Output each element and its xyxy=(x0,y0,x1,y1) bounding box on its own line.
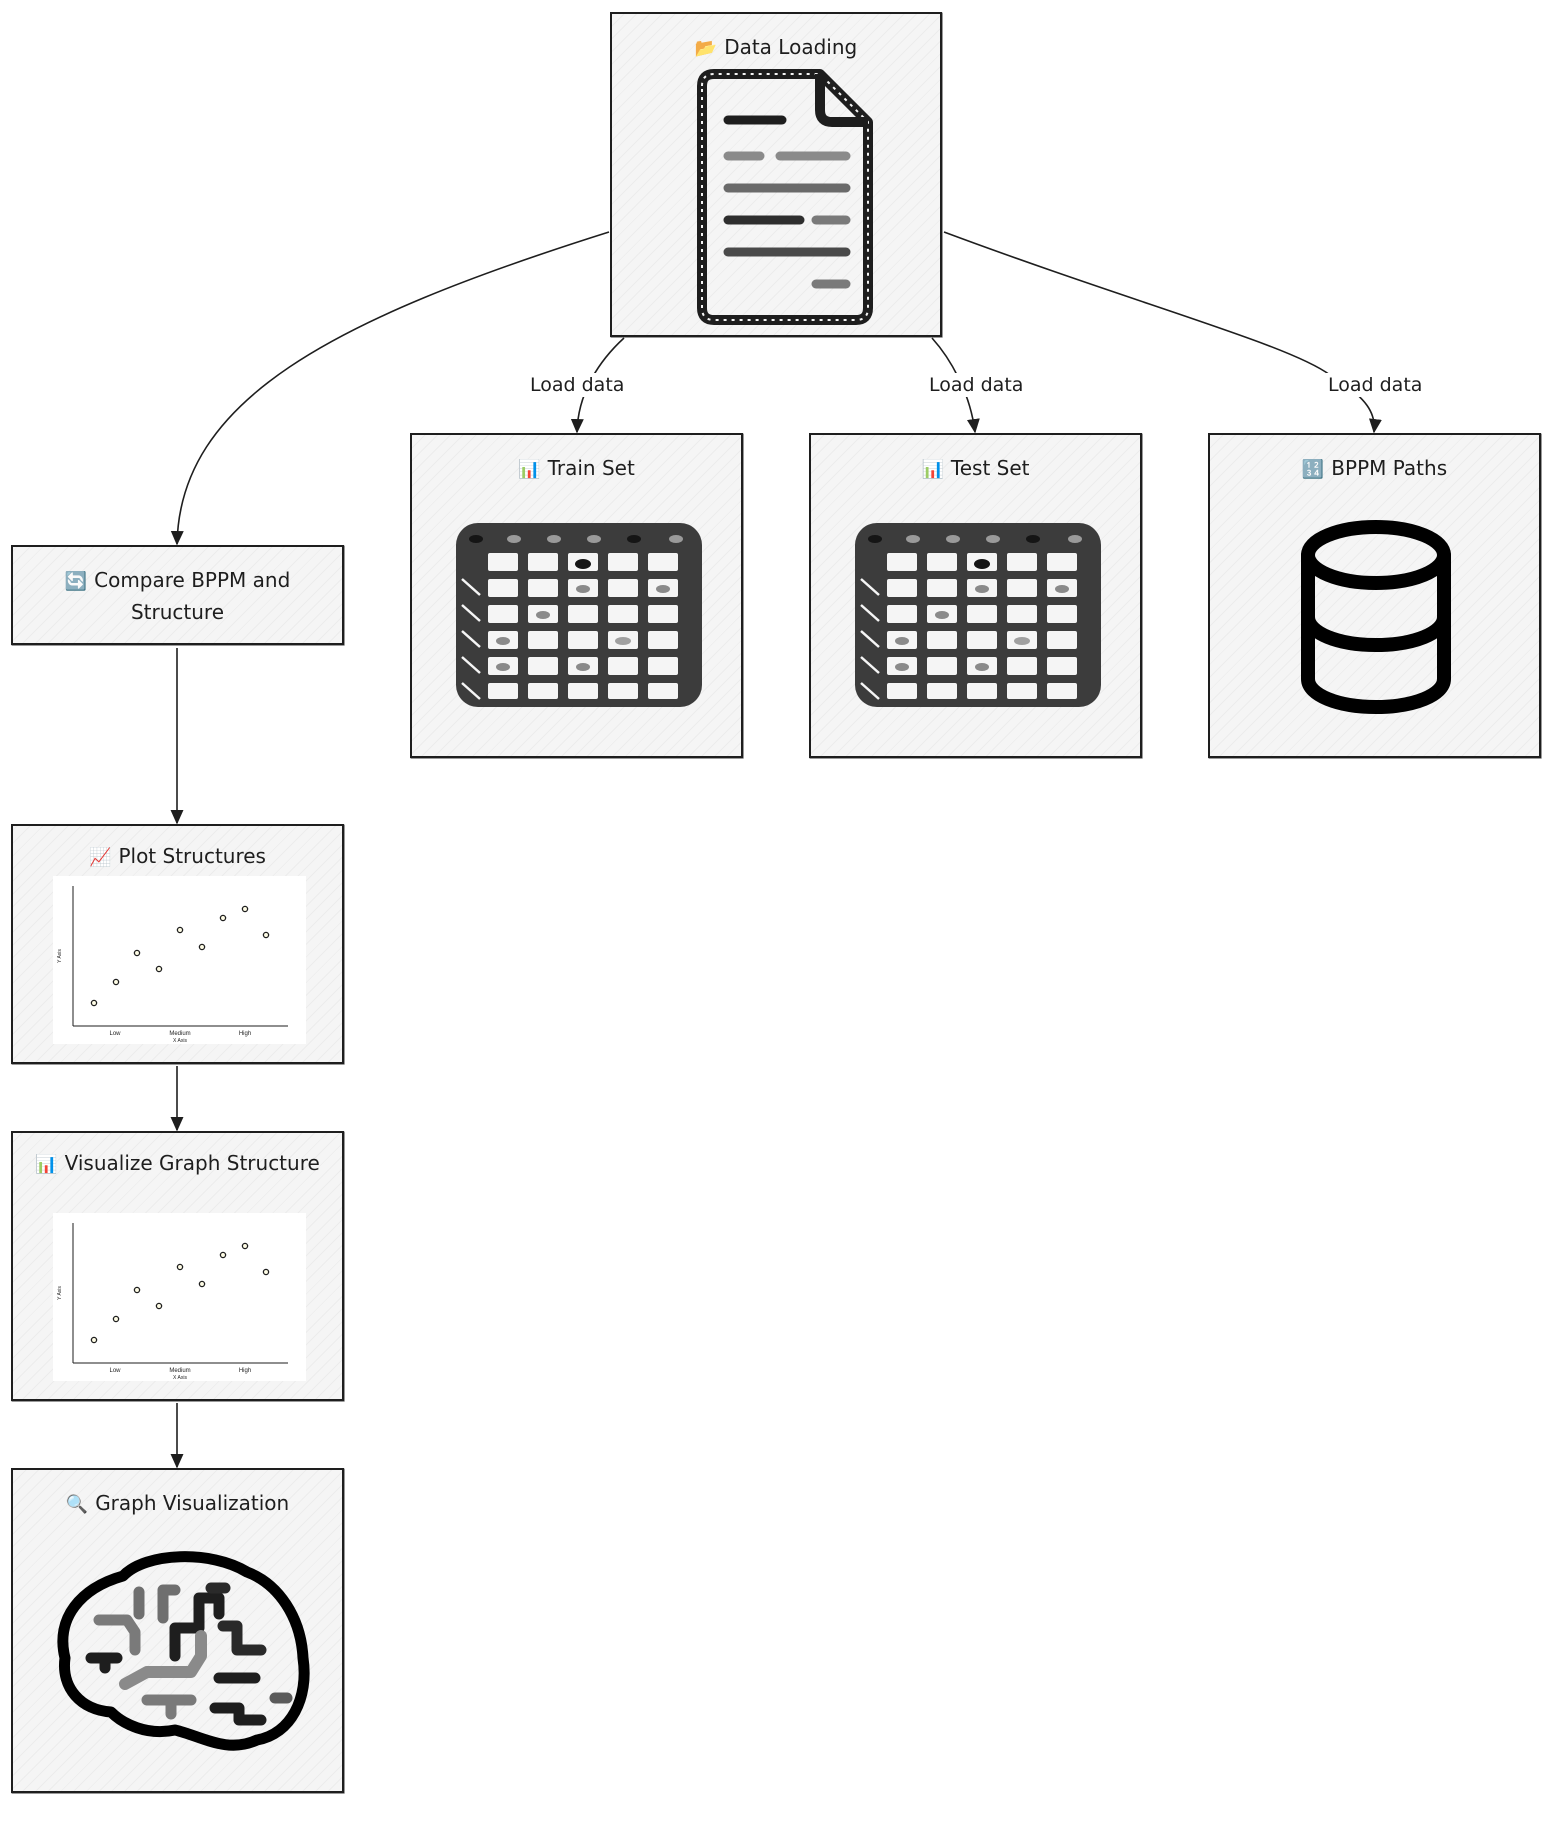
node-title-text: BPPM Paths xyxy=(1331,456,1448,480)
chart-point xyxy=(219,1251,227,1259)
y-axis-label: Y Axis xyxy=(57,1286,63,1300)
edge-data-loading-to-bppm-paths xyxy=(943,231,1382,434)
node-title-text: Graph Visualization xyxy=(95,1491,290,1515)
scatter-chart-icon: Y Axis Low Medium High X Axis xyxy=(57,1223,288,1381)
bar-chart-icon: 📊 xyxy=(518,459,541,480)
mini-chart-panel: Y Axis Low Medium High X Axis xyxy=(53,876,306,1044)
bar-chart-icon: 📊 xyxy=(921,459,944,480)
refresh-icon: 🔄 xyxy=(64,571,88,592)
node-plot-structures[interactable]: 📈 Plot Structures Y Axis Low Medium High … xyxy=(11,824,344,1064)
node-title-text: Test Set xyxy=(950,456,1030,480)
edge-label-bppm-paths: Load data xyxy=(1326,373,1425,397)
chart-point xyxy=(155,965,163,973)
node-bppm-paths[interactable]: 🔢 BPPM Paths xyxy=(1208,433,1541,758)
line-chart-icon: 📈 xyxy=(89,847,112,868)
chart-point xyxy=(176,1263,184,1271)
mini-chart-panel: Y Axis Low Medium High X Axis xyxy=(53,1213,306,1381)
folder-icon: 📂 xyxy=(694,38,718,59)
chart-point xyxy=(198,943,206,951)
chart-point xyxy=(90,999,98,1007)
node-title-text: Plot Structures xyxy=(118,844,266,868)
document-icon xyxy=(697,69,873,325)
bar-chart-icon: 📊 xyxy=(35,1154,58,1175)
x-axis-label: X Axis xyxy=(173,1375,187,1381)
node-title-text: Compare BPPM and Structure xyxy=(94,568,291,624)
x-tick-high: High xyxy=(239,1368,251,1374)
node-visualize-graph-structure[interactable]: 📊 Visualize Graph Structure Y Axis Low Me… xyxy=(11,1131,344,1401)
numbers-icon: 🔢 xyxy=(1301,459,1325,480)
x-axis-label: X Axis xyxy=(173,1038,187,1044)
chart-point xyxy=(112,978,120,986)
edge-label-train-set: Load data xyxy=(528,373,627,397)
node-title: 🔍 Graph Visualization xyxy=(13,1488,342,1520)
node-title: 🔄 Compare BPPM and Structure xyxy=(25,565,330,627)
chart-point xyxy=(198,1280,206,1288)
node-title-text: Visualize Graph Structure xyxy=(64,1151,320,1175)
brain-icon xyxy=(57,1551,310,1751)
chart-point xyxy=(176,926,184,934)
x-tick-medium: Medium xyxy=(169,1368,190,1374)
chart-point xyxy=(133,1286,141,1294)
node-title-text: Train Set xyxy=(547,456,635,480)
chart-point xyxy=(219,914,227,922)
chart-point xyxy=(133,949,141,957)
node-title: 📊 Test Set xyxy=(811,453,1140,485)
node-title-text: Data Loading xyxy=(724,35,858,59)
database-icon xyxy=(1301,520,1451,715)
node-graph-visualization[interactable]: 🔍 Graph Visualization xyxy=(11,1468,344,1793)
node-title: 📈 Plot Structures xyxy=(13,841,342,873)
chart-point xyxy=(262,931,270,939)
x-tick-low: Low xyxy=(109,1031,121,1037)
chart-point xyxy=(155,1302,163,1310)
x-tick-medium: Medium xyxy=(169,1031,190,1037)
node-title: 🔢 BPPM Paths xyxy=(1210,453,1539,485)
chart-point xyxy=(262,1268,270,1276)
chart-point xyxy=(112,1315,120,1323)
scatter-chart-icon: Y Axis Low Medium High X Axis xyxy=(57,886,288,1044)
node-data-loading[interactable]: 📂 Data Loading xyxy=(610,12,942,337)
chart-point xyxy=(241,905,249,913)
table-icon xyxy=(855,523,1101,707)
chart-point xyxy=(90,1336,98,1344)
node-test-set[interactable]: 📊 Test Set xyxy=(809,433,1142,758)
node-title: 📊 Train Set xyxy=(412,453,741,485)
node-compare-bppm-structure[interactable]: 🔄 Compare BPPM and Structure xyxy=(11,545,344,645)
table-icon xyxy=(456,523,702,707)
y-axis-label: Y Axis xyxy=(57,949,63,963)
node-train-set[interactable]: 📊 Train Set xyxy=(410,433,743,758)
node-title: 📊 Visualize Graph Structure xyxy=(25,1148,330,1180)
x-tick-high: High xyxy=(239,1031,251,1037)
edge-label-test-set: Load data xyxy=(927,373,1026,397)
x-tick-low: Low xyxy=(109,1368,121,1374)
chart-point xyxy=(241,1242,249,1250)
edge-data-loading-to-compare xyxy=(170,231,610,546)
magnifier-icon: 🔍 xyxy=(65,1494,89,1515)
node-title: 📂 Data Loading xyxy=(612,32,940,64)
